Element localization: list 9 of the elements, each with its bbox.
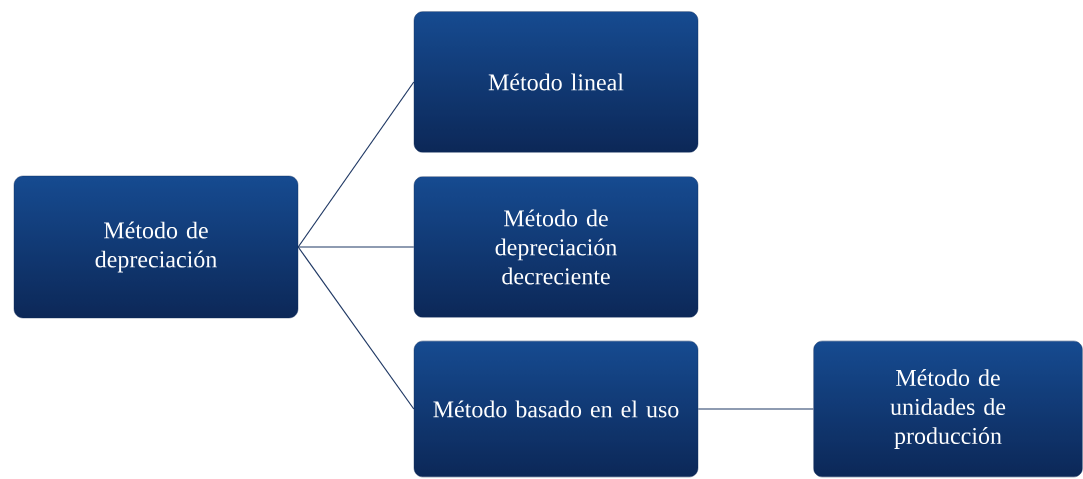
process-box: Método de depreciación decreciente [413, 176, 699, 318]
connector-line [697, 408, 814, 410]
process-box: Método lineal [413, 11, 699, 153]
process-box: Método basado en el uso [413, 340, 699, 478]
connector-line [297, 81, 415, 248]
connector-line [297, 246, 415, 410]
connector-line [297, 246, 415, 248]
process-box: Método de depreciación [13, 175, 299, 319]
process-box: Método de unidades de producción [813, 340, 1083, 478]
